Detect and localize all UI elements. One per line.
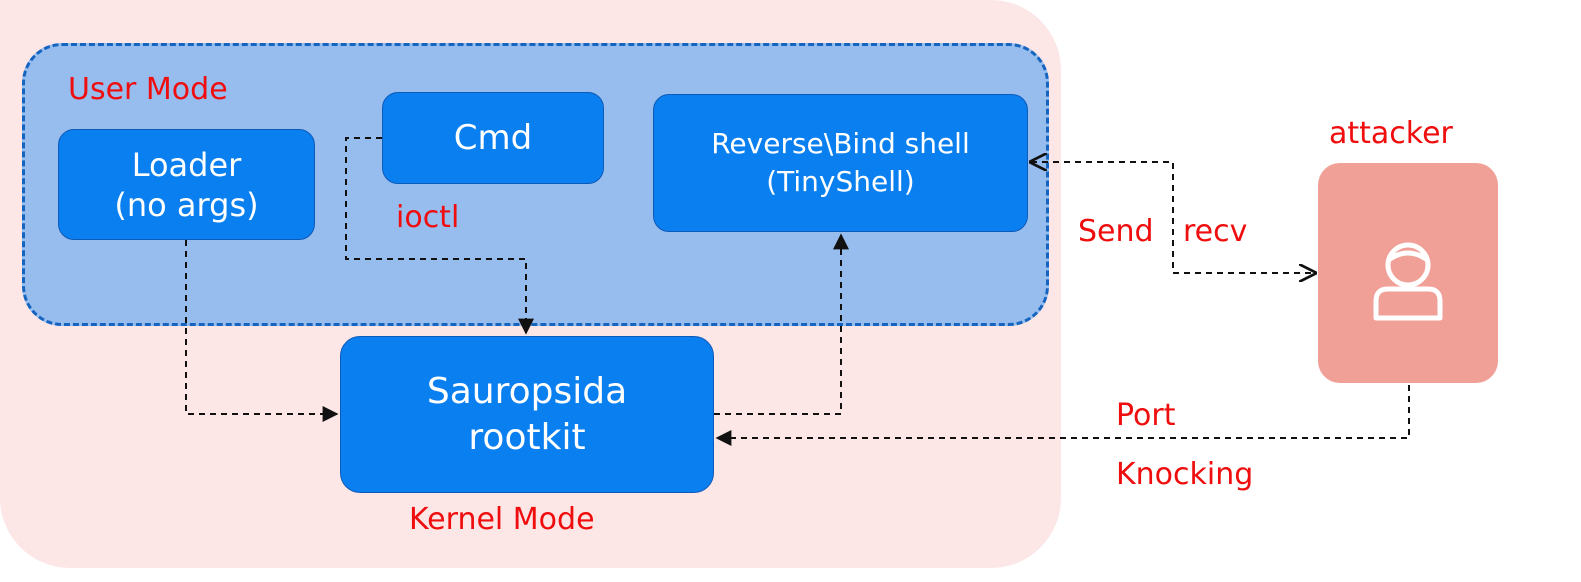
rootkit-subtitle: rootkit [468, 416, 586, 458]
edge-shell-attacker-send-recv [1031, 162, 1315, 273]
shell-subtitle: (TinyShell) [766, 165, 915, 198]
edge-loader-to-rootkit [185, 240, 339, 422]
user-icon [1373, 242, 1443, 321]
loader-subtitle: (no args) [114, 185, 259, 224]
edge-attacker-port-knocking [715, 385, 1410, 446]
cmd-title: Cmd [453, 118, 533, 158]
user-mode-label: User Mode [68, 72, 228, 107]
kernel-mode-label: Kernel Mode [409, 502, 595, 537]
edge-cmd-ioctl-to-rootkit [345, 137, 534, 335]
shell-title: Reverse\Bind shell [711, 127, 970, 160]
rootkit-title: Sauropsida [426, 370, 628, 412]
port-label: Port [1116, 398, 1176, 433]
attacker-label: attacker [1329, 116, 1453, 151]
loader-node: Loader (no args) [58, 129, 315, 240]
knocking-label: Knocking [1116, 457, 1254, 492]
cmd-node: Cmd [382, 92, 604, 184]
shell-node: Reverse\Bind shell (TinyShell) [653, 94, 1028, 232]
rootkit-node: Sauropsida rootkit [340, 336, 714, 493]
attacker-node [1318, 163, 1498, 383]
loader-title: Loader [131, 145, 242, 184]
edge-rootkit-to-shell [714, 233, 849, 415]
ioctl-label: ioctl [396, 200, 460, 235]
